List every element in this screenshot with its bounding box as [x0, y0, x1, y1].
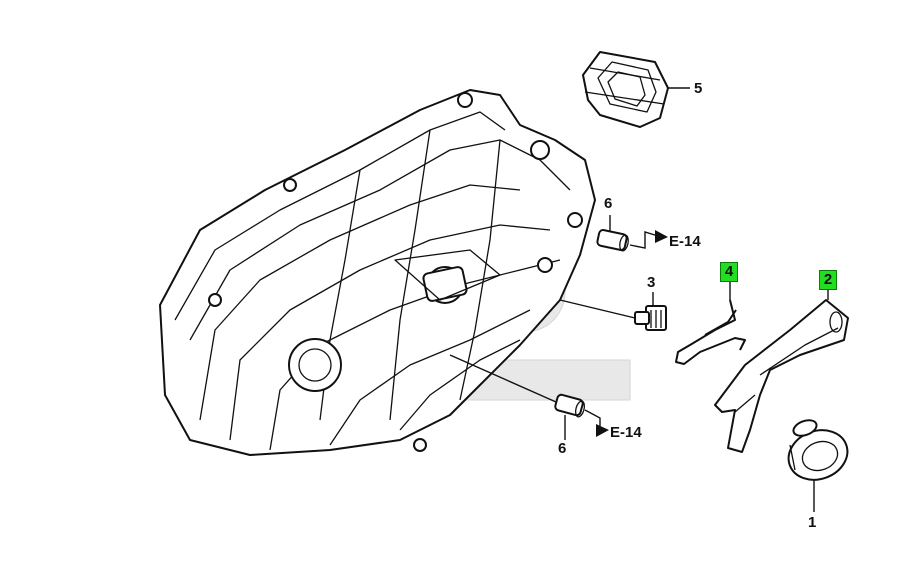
- reference-e14-upper: E-14: [669, 233, 701, 250]
- callout-part-6-lower: 6: [558, 440, 567, 457]
- callout-part-4: 4: [720, 262, 738, 282]
- transmission-housing: [159, 89, 596, 456]
- release-fork-part-2: [714, 290, 849, 453]
- callout-part-2: 2: [819, 270, 837, 290]
- reference-e14-lower: E-14: [610, 424, 642, 441]
- callout-part-1: 1: [808, 514, 817, 531]
- spring-clip-part-4: [675, 282, 746, 365]
- dowel-pin-lower-part-6: [449, 354, 609, 440]
- callout-part-3: 3: [647, 274, 656, 291]
- release-bearing-part-1: [787, 419, 849, 512]
- dowel-pin-upper-part-6: [596, 215, 668, 252]
- callout-part-6-upper: 6: [604, 195, 613, 212]
- bolt-part-3: [559, 292, 667, 331]
- boot-part-5: [582, 51, 690, 128]
- callout-part-5: 5: [694, 80, 703, 97]
